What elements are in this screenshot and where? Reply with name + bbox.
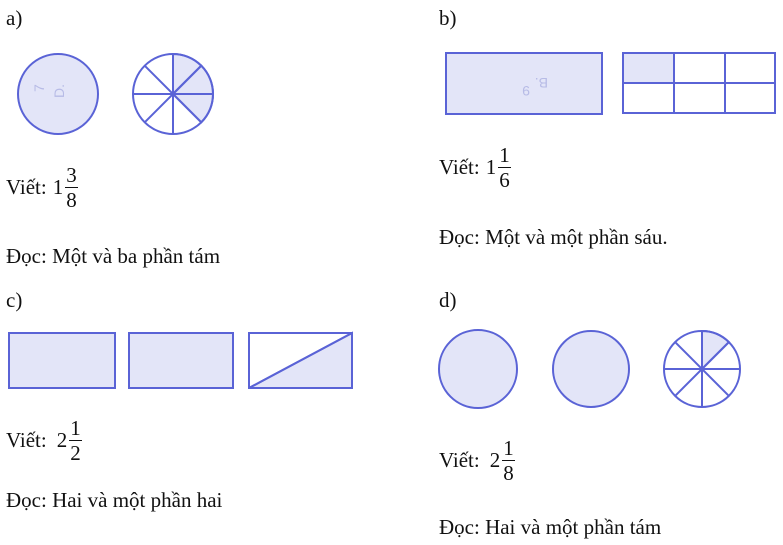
denominator: 6 (499, 168, 510, 193)
section-b-write: Viết: 1 1 6 (439, 144, 511, 191)
denominator: 2 (70, 441, 81, 466)
write-label: Viết: (439, 448, 480, 473)
mixed-number-whole: 1 (52, 175, 64, 200)
svg-text:9: 9 (522, 83, 530, 99)
mixed-number-whole: 2 (56, 428, 68, 453)
a-circle-eighths (132, 52, 215, 135)
b-rect-whole (445, 52, 603, 115)
mixed-number-fraction: 3 8 (65, 164, 78, 211)
b-rect-whole-faint-text: 9 B. (522, 75, 548, 99)
d-circle-2 (552, 330, 630, 408)
mixed-number-whole: 1 (485, 155, 497, 180)
fraction-bar (498, 167, 511, 169)
section-c-read: Đọc: Hai và một phần hai (6, 488, 223, 512)
write-label: Viết: (439, 155, 480, 180)
mixed-number-whole: 2 (489, 448, 501, 473)
write-label: Viết: (6, 175, 47, 200)
fraction-bar (502, 460, 515, 462)
section-d-label: d) (439, 288, 457, 312)
section-c-write: Viết: 2 1 2 (6, 417, 82, 464)
numerator: 1 (499, 143, 510, 167)
c-rect-halves (248, 331, 353, 389)
a-circle-whole-faint-text: 7 D. (31, 84, 67, 98)
section-d-write: Viết: 2 1 8 (439, 437, 515, 484)
write-label: Viết: (6, 428, 47, 453)
svg-text:D.: D. (51, 84, 67, 98)
section-b-read: Đọc: Một và một phần sáu. (439, 225, 668, 249)
a-circle-whole (17, 53, 99, 135)
section-a-write: Viết: 1 3 8 (6, 164, 78, 211)
d-circle-eighths (663, 329, 741, 408)
numerator: 1 (70, 416, 81, 440)
section-d-read: Đọc: Hai và một phần tám (439, 515, 662, 539)
mixed-number-fraction: 1 8 (502, 437, 515, 484)
c-rect-2 (128, 332, 234, 389)
svg-text:B.: B. (535, 75, 548, 91)
section-b-label: b) (439, 6, 457, 30)
fraction-bar (65, 187, 78, 189)
denominator: 8 (503, 461, 514, 486)
numerator: 1 (503, 436, 514, 460)
d-circle-1 (438, 329, 518, 409)
mixed-number-fraction: 1 2 (69, 417, 82, 464)
svg-text:7: 7 (31, 84, 47, 92)
mixed-number-fraction: 1 6 (498, 144, 511, 191)
c-rect-1 (8, 332, 116, 389)
section-c-label: c) (6, 288, 23, 312)
section-a-label: a) (6, 6, 23, 30)
fraction-bar (69, 440, 82, 442)
b-rect-sixths (622, 52, 776, 114)
numerator: 3 (66, 163, 77, 187)
section-a-read: Đọc: Một và ba phần tám (6, 244, 221, 268)
denominator: 8 (66, 188, 77, 213)
